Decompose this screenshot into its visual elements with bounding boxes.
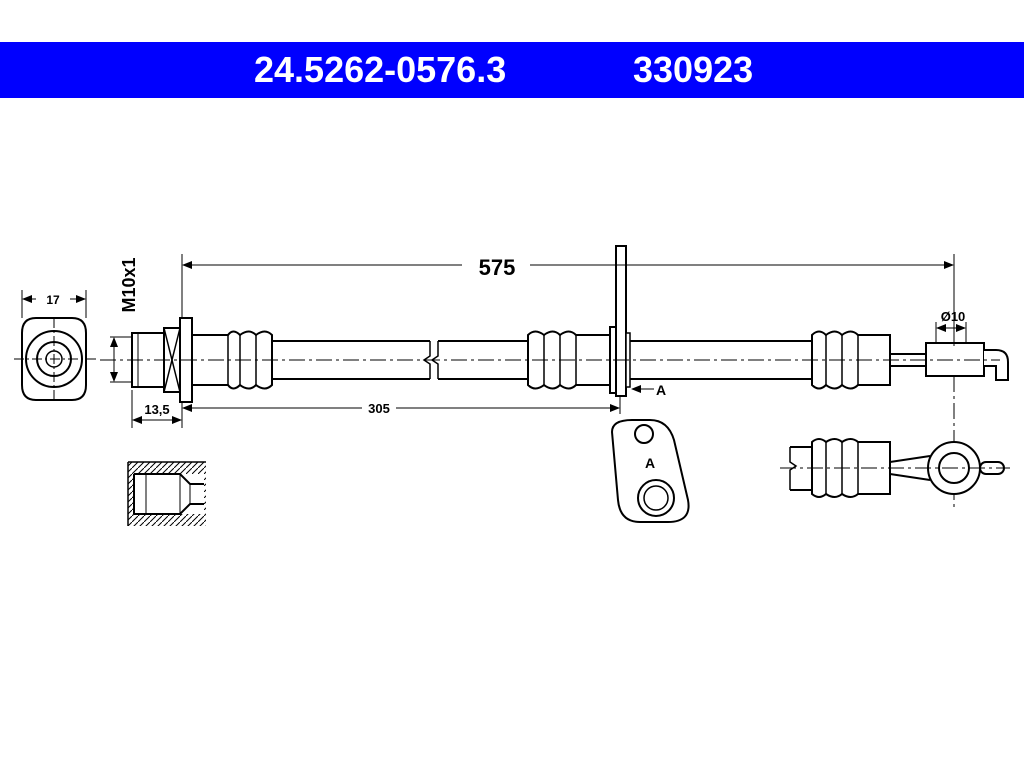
- reference-number: 330923: [633, 49, 754, 90]
- detail-label: A: [645, 455, 655, 471]
- bracket-position-dimension: 305: [182, 396, 621, 416]
- section-marker: A: [631, 382, 666, 398]
- banjo-top-view: [780, 438, 1010, 498]
- bracket-position-label: 305: [368, 401, 390, 416]
- end-diameter-label: Ø10: [941, 309, 966, 324]
- thread-label: M10x1: [119, 257, 139, 312]
- port-section-view: [127, 461, 206, 526]
- part-number: 24.5262-0576.3: [254, 49, 507, 90]
- bracket-detail: A: [610, 419, 690, 523]
- fitting-length-dimension: 13,5: [131, 390, 183, 428]
- section-marker-label: A: [656, 382, 666, 398]
- fitting-length-label: 13,5: [144, 402, 169, 417]
- hose-side-view: [100, 245, 1009, 403]
- total-length-dimension: 575: [181, 252, 955, 346]
- wrench-size-label: 17: [46, 293, 60, 307]
- total-length-label: 575: [479, 255, 516, 280]
- title-bar: 24.5262-0576.3 330923: [0, 42, 1024, 98]
- hex-end-view: 17: [14, 290, 96, 401]
